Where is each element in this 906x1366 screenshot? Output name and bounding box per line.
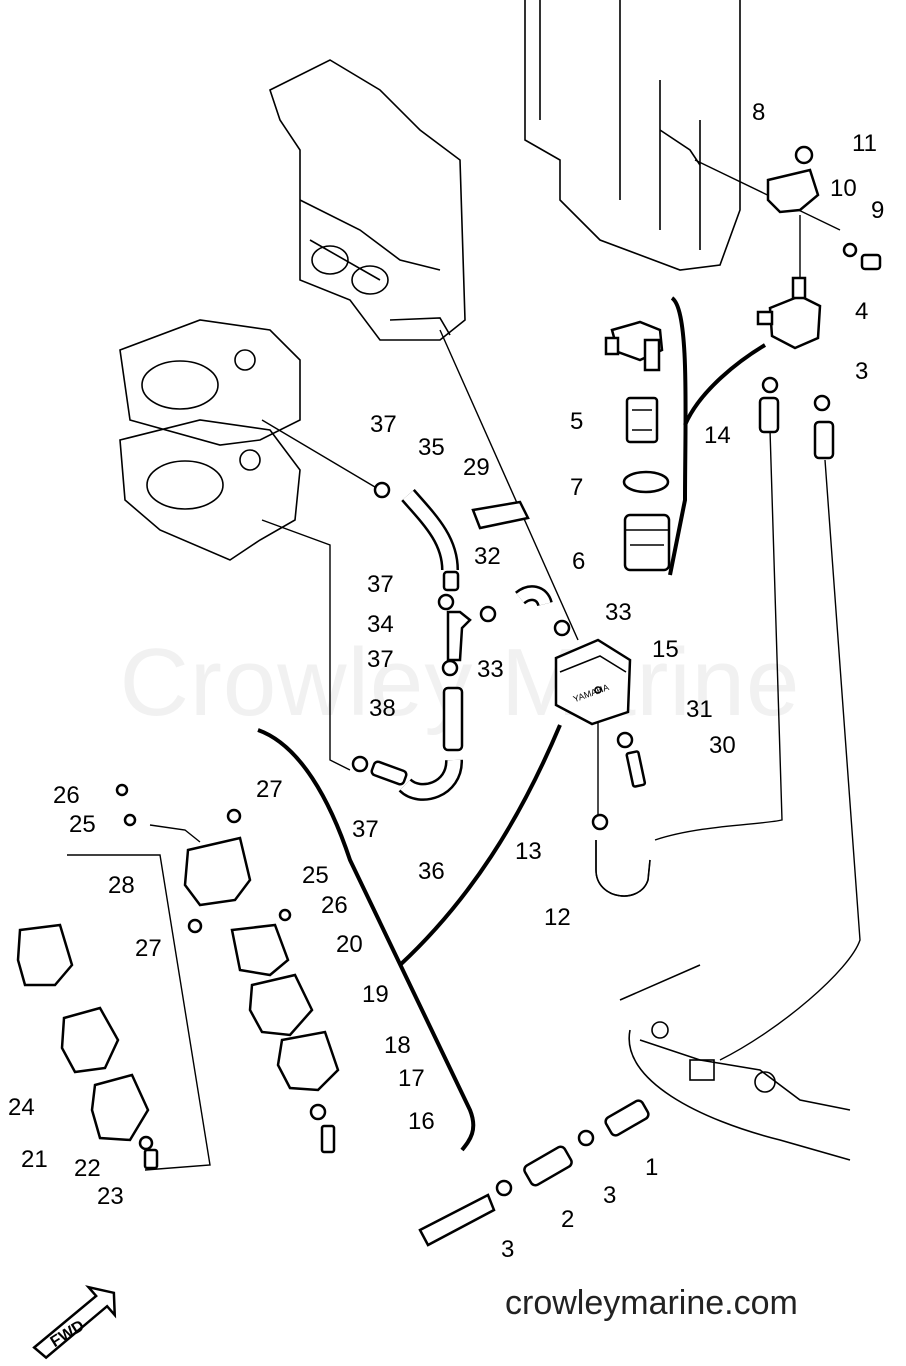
callout-28: 28 [108, 872, 135, 899]
callout-9: 9 [871, 197, 885, 224]
callout-7: 7 [570, 474, 584, 501]
fuel-filter-assembly [604, 320, 671, 572]
callout-26-b: 26 [321, 892, 348, 919]
callout-34: 34 [367, 611, 394, 638]
reference-lines [67, 159, 861, 1171]
lower-cowling [619, 964, 851, 1161]
callout-12: 12 [544, 904, 571, 931]
hose-12 [595, 840, 651, 897]
hoses-center [351, 481, 571, 801]
callout-19: 19 [362, 981, 389, 1008]
callout-38: 38 [369, 695, 396, 722]
callout-35: 35 [418, 434, 445, 461]
callout-2: 2 [561, 1206, 575, 1233]
fuel-joint-4 [756, 276, 822, 350]
callout-3-bottom: 3 [501, 1236, 515, 1263]
callout-37-c: 37 [367, 646, 394, 673]
callout-32: 32 [474, 543, 501, 570]
callout-26-a: 26 [53, 782, 80, 809]
bottom-fittings [418, 1099, 650, 1247]
callout-33-a: 33 [605, 599, 632, 626]
callout-37-b: 37 [367, 571, 394, 598]
callout-4: 4 [855, 298, 869, 325]
callout-18: 18 [384, 1032, 411, 1059]
callout-5: 5 [570, 408, 584, 435]
callout-14: 14 [704, 422, 731, 449]
callout-15: 15 [652, 636, 679, 663]
callout-36: 36 [418, 858, 445, 885]
callout-3-top: 3 [855, 358, 869, 385]
callout-24: 24 [8, 1094, 35, 1121]
callout-29: 29 [463, 454, 490, 481]
callout-3-mid: 3 [603, 1182, 617, 1209]
callout-30: 30 [709, 732, 736, 759]
fuel-pump-15 [554, 638, 632, 726]
bracket-8 [766, 145, 882, 271]
callout-21: 21 [21, 1146, 48, 1173]
callout-33-b: 33 [477, 656, 504, 683]
callout-20: 20 [336, 931, 363, 958]
callout-25-a: 25 [69, 811, 96, 838]
cylinder-head [269, 59, 466, 341]
fwd-arrow-icon [32, 1285, 117, 1360]
flow-lines [257, 296, 767, 1152]
callout-27-a: 27 [256, 776, 283, 803]
callout-13: 13 [515, 838, 542, 865]
callout-25-b: 25 [302, 862, 329, 889]
carburetor-assembly [119, 319, 301, 561]
callout-31: 31 [686, 696, 713, 723]
callout-6: 6 [572, 548, 586, 575]
callout-1: 1 [645, 1154, 659, 1181]
screw-30-31 [591, 731, 647, 831]
callout-11: 11 [852, 130, 877, 157]
engine-block-right [524, 0, 741, 271]
callout-37-a: 37 [370, 411, 397, 438]
callout-27-b: 27 [135, 935, 162, 962]
callout-16: 16 [408, 1108, 435, 1135]
callout-8: 8 [752, 99, 766, 126]
footer-url: crowleymarine.com [505, 1284, 798, 1322]
callout-17: 17 [398, 1065, 425, 1092]
callout-10: 10 [830, 175, 857, 202]
callout-23: 23 [97, 1183, 124, 1210]
hoses-top-right [758, 376, 835, 460]
callout-22: 22 [74, 1155, 101, 1182]
callout-37-d: 37 [352, 816, 379, 843]
pump-internals [16, 783, 340, 1170]
